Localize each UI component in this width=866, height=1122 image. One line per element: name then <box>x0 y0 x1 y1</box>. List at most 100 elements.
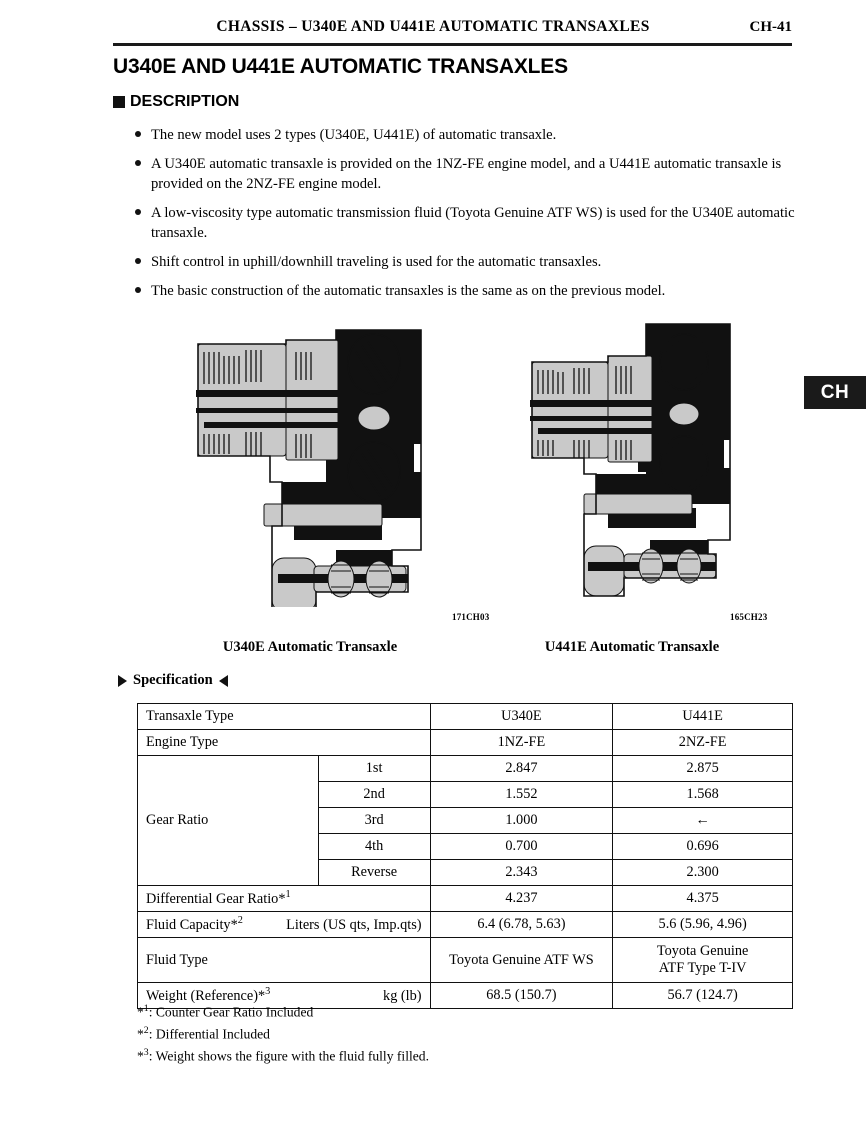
figure-code: 165CH23 <box>730 612 768 622</box>
cell-diff-gear-ratio-u340e: 4.237 <box>429 885 614 912</box>
list-item: Shift control in uphill/downhill traveli… <box>133 252 798 272</box>
label-units: kg (lb) <box>383 987 422 1004</box>
label-main: Fluid Capacity <box>146 916 231 933</box>
page-number: CH-41 <box>749 19 793 35</box>
cell-gear-u340e: 2.343 <box>429 859 614 886</box>
table-row: Gear Ratio 1st 2.847 2.875 <box>137 755 793 886</box>
footnote: *3: Weight shows the figure with the flu… <box>137 1047 429 1064</box>
cell-engine-type-u340e: 1NZ-FE <box>429 729 614 756</box>
footnotes: **11: Counter Gear Ratio Included *2: Di… <box>137 1000 429 1066</box>
figure-caption: U340E Automatic Transaxle <box>222 639 398 655</box>
cell-gear-name: 3rd <box>317 807 431 834</box>
cell-gear-name: 1st <box>317 755 431 782</box>
specification-table: Transaxle Type U340E U441E Engine Type 1… <box>137 703 793 1009</box>
cell-gear-u441e: 2.875 <box>612 755 793 782</box>
u441e-cross-section-drawing <box>530 323 731 597</box>
table-row: 2nd 1.552 1.568 <box>138 781 793 808</box>
cell-gear-u441e: 0.696 <box>612 833 793 860</box>
description-heading: DESCRIPTION <box>113 93 239 111</box>
figure-u340e-cutaway: 171CH03 <box>186 322 489 622</box>
cell-weight-label: Weight (Reference)*3 kg (lb) <box>137 982 431 1009</box>
cell-gear-u340e: 1.000 <box>429 807 614 834</box>
specification-heading: Specification <box>118 672 228 689</box>
cell-transaxle-type-u340e: U340E <box>429 703 614 730</box>
cell-fluid-type-u441e: Toyota Genuine ATF Type T-IV <box>612 937 793 983</box>
list-item: The new model uses 2 types (U340E, U441E… <box>133 125 798 145</box>
cell-gear-ratio-label: Gear Ratio <box>137 755 319 886</box>
description-heading-label: DESCRIPTION <box>130 93 240 110</box>
description-list: The new model uses 2 types (U340E, U441E… <box>133 125 798 310</box>
footnote-marker: 2 <box>237 915 243 927</box>
page-title: U340E AND U441E AUTOMATIC TRANSAXLES <box>113 55 568 78</box>
chapter-tab-ch: CH <box>804 376 866 409</box>
label-units: Liters (US qts, Imp.qts) <box>286 916 422 933</box>
cell-gear-u340e: 1.552 <box>429 781 614 808</box>
label-main: Weight (Reference) <box>146 987 258 1004</box>
cell-engine-type-u441e: 2NZ-FE <box>612 729 793 756</box>
figure-code: 171CH03 <box>452 612 490 622</box>
cell-diff-gear-ratio-label: Differential Gear Ratio*1 <box>137 885 431 912</box>
footnote: *2: Differential Included <box>137 1025 270 1042</box>
bullet-dot-icon <box>135 209 141 215</box>
cell-gear-u441e-ditto: ← <box>612 807 793 834</box>
cell-weight-u441e: 56.7 (124.7) <box>612 982 793 1009</box>
footnote-marker: 3 <box>265 986 271 998</box>
cell-gear-name: Reverse <box>317 859 431 886</box>
cell-gear-u340e: 2.847 <box>429 755 614 782</box>
list-item-text: The basic construction of the automatic … <box>151 283 666 299</box>
cell-gear-name: 4th <box>317 833 431 860</box>
footnote: **11: Counter Gear Ratio Included <box>137 1003 314 1020</box>
footnote-marker: 1 <box>285 889 291 901</box>
fluid-type-line1: Toyota Genuine <box>656 943 749 959</box>
cell-transaxle-type-label: Transaxle Type <box>137 703 431 730</box>
list-item: The basic construction of the automatic … <box>133 281 798 301</box>
bullet-dot-icon <box>135 287 141 293</box>
list-item-text: A low-viscosity type automatic transmiss… <box>151 205 795 241</box>
footnote-text: : Differential Included <box>148 1026 270 1042</box>
list-item-text: A U340E automatic transaxle is provided … <box>151 156 782 192</box>
cell-diff-gear-ratio-u441e: 4.375 <box>612 885 793 912</box>
header-rule <box>113 43 792 46</box>
table-row: Engine Type 1NZ-FE 2NZ-FE <box>137 729 793 756</box>
chapter-tab-label: CH <box>820 381 850 403</box>
table-row: Fluid Type Toyota Genuine ATF WS Toyota … <box>137 937 793 983</box>
bullet-dot-icon <box>135 131 141 137</box>
label-text: Weight (Reference)*3 <box>146 986 271 1004</box>
cell-fluid-capacity-u441e: 5.6 (5.96, 4.96) <box>612 911 793 938</box>
table-row: 3rd 1.000 ← <box>138 807 793 834</box>
header-title: CHASSIS – U340E AND U441E AUTOMATIC TRAN… <box>216 18 650 35</box>
footnote-text: : Counter Gear Ratio Included <box>148 1004 314 1020</box>
square-bullet-icon <box>113 96 125 108</box>
cell-fluid-capacity-u340e: 6.4 (6.78, 5.63) <box>429 911 614 938</box>
running-header: CHASSIS – U340E AND U441E AUTOMATIC TRAN… <box>0 18 866 44</box>
cell-weight-u340e: 68.5 (150.7) <box>429 982 614 1009</box>
bullet-dot-icon <box>135 160 141 166</box>
table-row: Transaxle Type U340E U441E <box>137 703 793 730</box>
cell-gear-name: 2nd <box>317 781 431 808</box>
footnote-text: : Weight shows the figure with the fluid… <box>148 1048 429 1064</box>
figure-u441e-cutaway: 165CH23 <box>518 322 767 622</box>
u340e-cross-section-drawing <box>196 329 422 607</box>
table-row: Weight (Reference)*3 kg (lb) 68.5 (150.7… <box>137 982 793 1009</box>
list-item: A low-viscosity type automatic transmiss… <box>133 203 798 243</box>
bullet-dot-icon <box>135 258 141 264</box>
triangle-left-icon <box>218 674 228 687</box>
cell-gear-u441e: 1.568 <box>612 781 793 808</box>
list-item-text: The new model uses 2 types (U340E, U441E… <box>151 127 557 143</box>
cell-engine-type-label: Engine Type <box>137 729 431 756</box>
list-item: A U340E automatic transaxle is provided … <box>133 154 798 194</box>
cell-transaxle-type-u441e: U441E <box>612 703 793 730</box>
fluid-type-line2: ATF Type T-IV <box>658 960 747 976</box>
label-text: Fluid Capacity*2 <box>146 915 243 933</box>
cell-fluid-capacity-label: Fluid Capacity*2 Liters (US qts, Imp.qts… <box>137 911 431 938</box>
figure-caption: U441E Automatic Transaxle <box>544 639 720 655</box>
label-text: Differential Gear Ratio <box>146 890 279 907</box>
list-item-text: Shift control in uphill/downhill traveli… <box>151 254 602 270</box>
cell-gear-u340e: 0.700 <box>429 833 614 860</box>
triangle-right-icon <box>118 674 127 687</box>
cell-fluid-type-label: Fluid Type <box>137 937 431 983</box>
cell-fluid-type-u340e: Toyota Genuine ATF WS <box>429 937 614 983</box>
table-row: 4th 0.700 0.696 <box>138 833 793 860</box>
table-row: Differential Gear Ratio*1 4.237 4.375 <box>137 885 793 912</box>
